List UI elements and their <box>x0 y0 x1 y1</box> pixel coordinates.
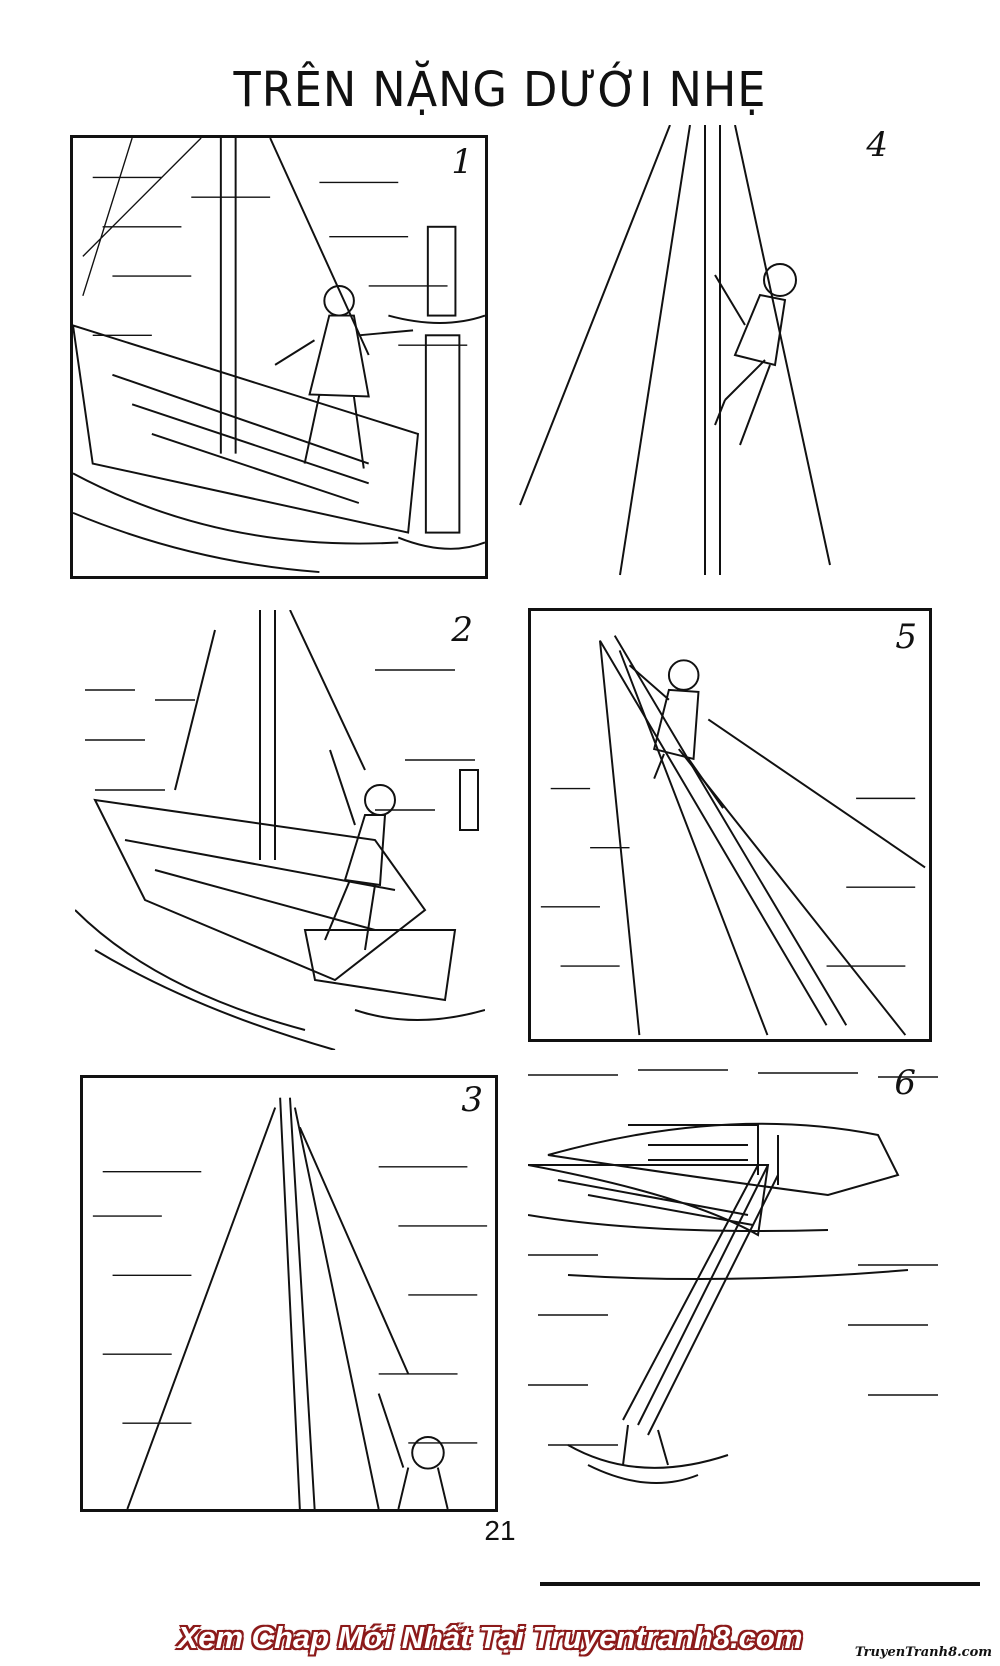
masthead-illustration <box>540 635 926 1036</box>
mast-base-illustration <box>92 1097 488 1509</box>
rope-pull-illustration <box>75 610 485 1050</box>
page-number: 21 <box>484 1515 516 1546</box>
comic-panel-5: 5 <box>528 608 932 1042</box>
boat-dock-illustration <box>73 138 485 574</box>
bottom-rule <box>540 1582 980 1586</box>
capsized-boat-illustration <box>528 1069 938 1484</box>
panel-number: 6 <box>894 1065 916 1103</box>
comic-panel-2: 2 <box>75 610 485 1050</box>
panel-number: 1 <box>451 142 473 182</box>
comic-panel-3: 3 <box>80 1075 498 1512</box>
comic-panel-1: 1 <box>70 135 488 579</box>
panel-number: 3 <box>461 1080 483 1120</box>
panel-number: 4 <box>866 125 888 165</box>
comic-panel-4: 4 <box>510 125 910 580</box>
page-title: TRÊN NẶNG DƯỚI NHẸ <box>233 62 767 118</box>
panel-number: 5 <box>895 617 917 657</box>
panel-number: 2 <box>451 610 473 650</box>
comic-panel-6: 6 <box>528 1065 938 1505</box>
footer-banner[interactable]: Xem Chap Mới Nhất Tại Truyentranh8.com <box>177 1620 803 1655</box>
mast-climb-illustration <box>519 125 831 576</box>
site-logo: TruyenTranh8.com <box>854 1645 992 1660</box>
